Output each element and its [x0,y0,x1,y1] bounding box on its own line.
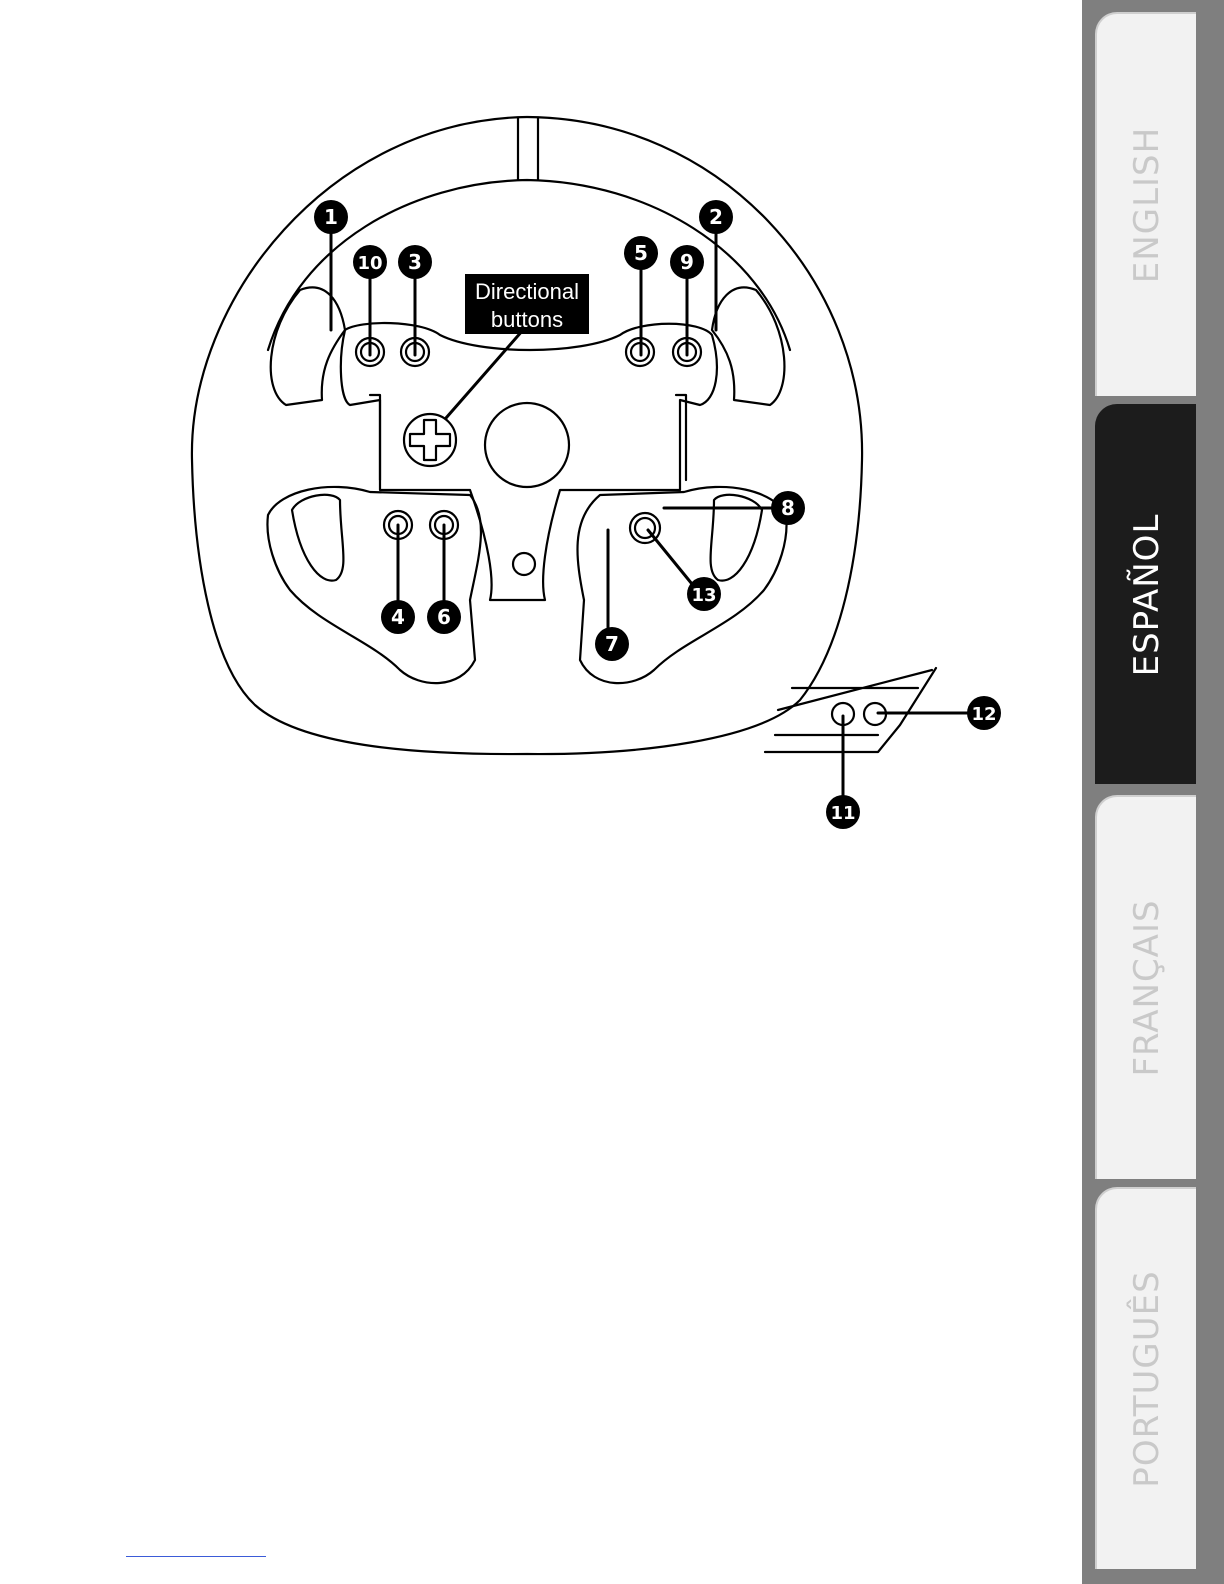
marker-label-9: 9 [680,250,694,274]
tab-francais-label: FRANÇAIS [1127,899,1167,1076]
left-lower-grip-inner [292,495,343,581]
footer-link-underline[interactable] [126,1556,266,1557]
tab-francais[interactable]: FRANÇAIS [1095,795,1196,1179]
marker-label-5: 5 [634,241,648,265]
callout-text-line-2: buttons [491,307,563,332]
tab-portugues[interactable]: PORTUGUÊS [1095,1187,1196,1569]
marker-label-13: 13 [691,585,716,606]
right-upper-paddle [712,287,784,405]
callout-text-line-1: Directional [475,279,579,304]
marker-8: 8 [771,491,805,525]
rear-panel-detail [765,668,936,752]
marker-label-3: 3 [408,250,422,274]
marker-2: 2 [699,200,733,234]
tab-espanol[interactable]: ESPAÑOL [1095,404,1196,784]
dpad-cross [410,420,450,460]
marker-label-12: 12 [971,704,996,725]
left-upper-paddle [271,287,345,405]
marker-7: 7 [595,627,629,661]
marker-6: 6 [427,600,461,634]
top-center-stripe [518,118,538,180]
marker-12: 12 [967,696,1001,730]
marker-label-2: 2 [709,205,723,229]
wheel-outer-rim [192,117,862,754]
hub-lower-circle [513,553,535,575]
marker-10: 10 [353,245,387,279]
marker-13: 13 [687,577,721,611]
dpad-icon [404,414,456,466]
marker-3: 3 [398,245,432,279]
marker-label-4: 4 [391,605,405,629]
hub-center-circle [485,403,569,487]
tab-english[interactable]: ENGLISH [1095,12,1196,396]
hub-top-bar [370,395,686,480]
button-circles [356,338,701,543]
marker-4: 4 [381,600,415,634]
marker-5: 5 [624,236,658,270]
marker-9: 9 [670,245,704,279]
marker-1: 1 [314,200,348,234]
marker-label-1: 1 [324,205,338,229]
marker-label-8: 8 [781,496,795,520]
marker-label-7: 7 [605,632,619,656]
directional-buttons-callout: Directional buttons [465,274,589,334]
tab-english-label: ENGLISH [1127,127,1167,283]
marker-label-11: 11 [830,803,855,824]
marker-label-6: 6 [437,605,451,629]
marker-label-10: 10 [357,253,382,274]
tab-portugues-label: PORTUGUÊS [1127,1270,1167,1487]
tab-espanol-label: ESPAÑOL [1127,514,1167,677]
marker-11: 11 [826,795,860,829]
